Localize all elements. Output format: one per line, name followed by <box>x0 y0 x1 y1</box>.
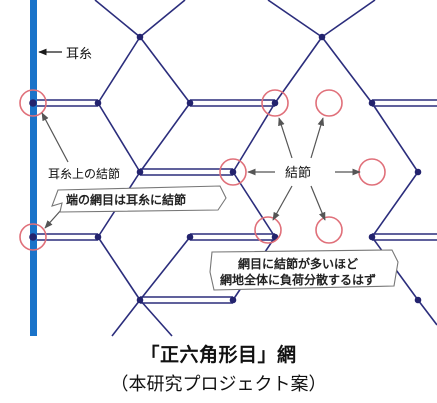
knot-label-bg <box>282 163 320 181</box>
selvage-label: 耳糸 <box>66 47 92 62</box>
load-bubble-line1: 網目に結節が多いほど <box>238 256 358 271</box>
edge-mesh-bubble-text: 端の網目は耳糸に結節 <box>66 192 186 207</box>
diagram-title: 「正六角形目」網 <box>140 344 297 366</box>
load-distribution-bubble: 網目に結節が多いほど 網地全体に負荷分散するはず <box>209 249 399 291</box>
knot-highlight-circles <box>19 89 386 251</box>
selvage-rope <box>30 0 37 336</box>
knot-dots <box>29 33 422 304</box>
diagram-subtitle: （本研究プロジェクト案） <box>110 374 327 395</box>
knot-label: 結節 <box>285 166 311 181</box>
selvage-knot-label: 耳糸上の結節 <box>48 166 120 181</box>
edge-mesh-bubble: 端の網目は耳糸に結節 <box>51 185 227 213</box>
load-bubble-line2: 網地全体に負荷分散するはず <box>220 272 376 287</box>
